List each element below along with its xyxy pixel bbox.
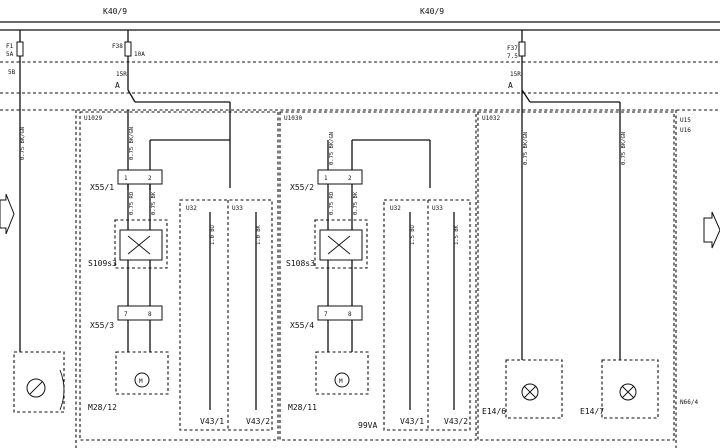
wire-label-v43-1: 1.0 BU: [210, 225, 216, 245]
module-u1029: [79, 111, 279, 441]
motor-m28-12: M M28/12: [88, 351, 169, 412]
wire-label-v43-2-b: 1.5 BK: [454, 224, 460, 245]
fuse-f38-name: F38: [112, 43, 123, 50]
pin-1-b: 1: [324, 175, 328, 182]
switch-s108s3-label: S108s3: [286, 259, 315, 268]
fuse-f38-pin: 15R: [116, 71, 127, 78]
wire-label-u1030-rd: 0.75 RD: [329, 192, 335, 215]
fuse-f1-rating: 5A: [6, 51, 14, 58]
connector-x55-3-label: X55/3: [90, 321, 114, 330]
fuse-f38-rating: 10A: [134, 51, 145, 58]
module-u16-label: U16: [680, 127, 691, 134]
lamp-e14-6: E14/6: [482, 359, 563, 419]
switch-s108s3: S108s3: [286, 219, 368, 269]
wire-label-v43-1-b: 1.5 BU: [410, 225, 416, 245]
motor-symbol-icon: [13, 351, 65, 413]
module-u1030: [279, 111, 477, 441]
connector-x55-2: 1 2 X55/2: [290, 169, 363, 192]
module-u1030-label: U1030: [284, 115, 302, 122]
motor-m28-11: M M28/11 99VA: [288, 351, 377, 430]
switch-s109s3: S109s3: [88, 219, 168, 269]
fuse-f1: F1 5A 5B: [6, 30, 24, 92]
connector-x55-2-label: X55/2: [290, 183, 314, 192]
fuse-f37: F37 7.5 15R A: [507, 30, 621, 360]
ground-v43-1-label-b: V43/1: [400, 417, 424, 426]
fuse-f37-pin: 15R: [510, 71, 521, 78]
connector-x55-4-label: X55/4: [290, 321, 314, 330]
module-u1032-label: U1032: [482, 115, 500, 122]
pin-2: 2: [148, 175, 152, 182]
arrow-right-icon: [703, 211, 720, 249]
connector-x55-4: 7 8 X55/4: [290, 305, 363, 330]
lamp-e14-7: E14/7: [580, 359, 659, 419]
connector-x55-1: 1 2 X55/1: [90, 169, 163, 192]
bus-label-right: K40/9: [420, 7, 444, 16]
wire-label-u1030-bk: 0.75 BK: [353, 191, 359, 215]
switch-s109s3-label: S109s3: [88, 259, 117, 268]
module-n66-4-label: N66/4: [680, 399, 698, 406]
splice-label-left: A: [115, 81, 120, 90]
pin-1: 1: [124, 175, 128, 182]
motor-m28-12-label: M28/12: [88, 403, 117, 412]
wire-label-u1030-top: 0.75 BK/GN: [329, 132, 335, 165]
motor-m28-11-label: M28/11: [288, 403, 317, 412]
fuse-f37-name: F37: [507, 45, 518, 52]
ref-99va: 99VA: [358, 421, 377, 430]
ground-v43-1-label: V43/1: [200, 417, 224, 426]
variant-u32-label-a: U32: [186, 205, 197, 212]
fuse-f38: F38 10A 15R A: [112, 30, 231, 188]
pin-8: 8: [148, 311, 152, 318]
wire-f1-label: 0.75 BK/GN: [20, 127, 26, 160]
svg-text:M: M: [139, 378, 143, 385]
pin-2-b: 2: [348, 175, 352, 182]
lamp-e14-6-label: E14/6: [482, 407, 506, 416]
pin-8-b: 8: [348, 311, 352, 318]
connector-x55-3: 7 8 X55/3: [90, 305, 163, 330]
lamp-e14-7-label: E14/7: [580, 407, 604, 416]
pin-7-b: 7: [324, 311, 328, 318]
module-u1029-label: U1029: [84, 115, 102, 122]
pin-7: 7: [124, 311, 128, 318]
module-u1032: [477, 111, 675, 441]
wire-label-u1029-rd: 0.75 RD: [129, 192, 135, 215]
arrow-left-icon: [0, 193, 15, 235]
wire-label-e14-6: 0.75 BK/GN: [523, 132, 529, 165]
bus-label-left: K40/9: [103, 7, 127, 16]
variant-u32-label-b: U32: [390, 205, 401, 212]
wire-label-e14-7: 0.75 BK/GN: [621, 132, 627, 165]
wire-label-v43-2: 1.0 BK: [256, 224, 262, 245]
fuse-f1-pin: 5B: [8, 69, 16, 76]
ground-v43-2-label-b: V43/2: [444, 417, 468, 426]
variant-u33-label-a: U33: [232, 205, 243, 212]
variant-u33-label-b: U33: [432, 205, 443, 212]
wire-label-u1029-top: 0.75 BK/GN: [129, 127, 135, 160]
variant-box-u1030: [383, 199, 471, 431]
connector-x55-1-label: X55/1: [90, 183, 114, 192]
ground-v43-2-label: V43/2: [246, 417, 270, 426]
svg-text:M: M: [339, 378, 343, 385]
fuse-f37-rating: 7.5: [507, 53, 518, 60]
splice-label-right: A: [508, 81, 513, 90]
fuse-f1-name: F1: [6, 43, 14, 50]
variant-box-u1029: [179, 199, 273, 431]
wire-label-u1029-bk: 0.75 BK: [151, 191, 157, 215]
module-u15-label: U15: [680, 117, 691, 124]
